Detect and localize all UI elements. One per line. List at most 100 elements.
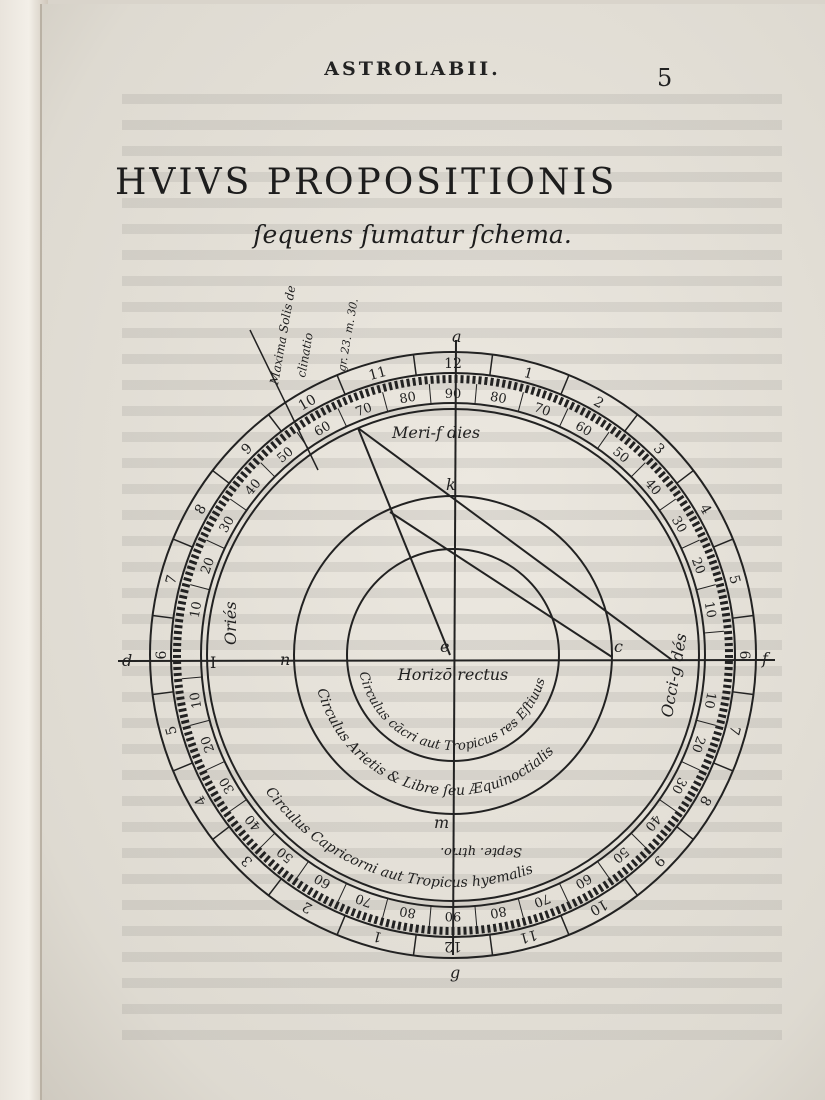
degree-label: 70: [532, 890, 553, 910]
degree-divider: [190, 584, 210, 591]
degree-label: 50: [274, 843, 296, 865]
hour-divider: [676, 826, 694, 841]
degree-label: 60: [312, 870, 334, 891]
degree-divider: [181, 676, 203, 680]
hour-divider: [336, 374, 346, 395]
hour-divider: [172, 762, 193, 772]
point-i: I: [210, 653, 216, 672]
degree-label: 30: [217, 774, 238, 796]
capricorn-label-path: Circulus Capricorni aut Tropicus hyemali…: [262, 784, 535, 891]
construction-line: [357, 427, 451, 656]
degree-divider: [296, 431, 309, 449]
degree-divider: [681, 761, 700, 771]
hour-label: 6: [736, 651, 752, 660]
hour-divider: [560, 915, 570, 936]
hour-divider: [267, 414, 282, 432]
degree-divider: [337, 883, 347, 902]
degree-divider: [659, 498, 677, 511]
hour-label: 12: [444, 938, 462, 954]
degree-divider: [296, 861, 309, 879]
degree-label: 10: [701, 691, 719, 710]
degree-divider: [428, 383, 432, 405]
hour-divider: [152, 614, 174, 619]
degree-label: 60: [572, 419, 594, 440]
degree-divider: [630, 832, 646, 848]
hour-divider: [212, 826, 230, 841]
running-head: ASTROLABII.: [324, 58, 501, 80]
hour-divider: [212, 469, 230, 484]
degree-label: 20: [198, 556, 218, 577]
declination-label: clinatio: [294, 332, 316, 379]
degree-label: 10: [701, 600, 719, 619]
degree-label: 20: [688, 556, 708, 577]
degree-divider: [382, 898, 389, 918]
point-d: d: [122, 651, 132, 670]
degree-divider: [474, 383, 478, 405]
hour-divider: [732, 691, 754, 696]
degree-label: 30: [668, 774, 689, 796]
degree-label: 70: [532, 400, 553, 420]
hour-label: 11: [518, 926, 539, 946]
hour-divider: [624, 414, 639, 432]
show-through-text: [122, 94, 782, 1054]
cancer-circle: [346, 548, 560, 762]
degree-label: 40: [242, 811, 264, 833]
septentrio-label: Septe. ɥtrio.: [440, 844, 522, 859]
degree-label: 70: [354, 890, 375, 910]
degree-divider: [659, 799, 677, 812]
point-m: m: [434, 813, 449, 832]
degree-divider: [696, 584, 716, 591]
degree-label: 80: [398, 390, 417, 408]
degree-label: 40: [641, 811, 663, 833]
degree-divider: [517, 392, 524, 412]
hour-divider: [152, 691, 174, 696]
degree-divider: [597, 431, 610, 449]
degree-label: 80: [489, 390, 508, 408]
point-f-right: f: [761, 649, 771, 668]
degree-divider: [559, 883, 569, 902]
point-k: k: [446, 475, 456, 494]
degree-label: 70: [354, 400, 375, 420]
construction-line: [357, 427, 673, 661]
degree-label: 40: [641, 476, 663, 498]
hour-label: 10: [587, 896, 610, 919]
hour-label: 5: [163, 724, 181, 737]
hour-label: 12: [444, 356, 462, 372]
degree-label: 90: [445, 387, 462, 402]
hour-label: 10: [296, 392, 319, 415]
hour-label: 5: [725, 573, 743, 586]
degree-divider: [559, 408, 569, 427]
point-a: a: [452, 327, 462, 346]
degree-label: 50: [609, 444, 631, 466]
hour-divider: [172, 538, 193, 548]
degree-divider: [206, 539, 225, 549]
degree-label: 50: [609, 843, 631, 865]
hour-divider: [560, 374, 570, 395]
oriens-label: Oriés: [221, 601, 240, 645]
degree-divider: [703, 630, 725, 634]
degree-label: 30: [668, 514, 689, 536]
degree-label: 30: [217, 514, 238, 536]
hour-divider: [624, 878, 639, 896]
point-g-bottom: g: [450, 963, 460, 982]
horizon-line: [117, 659, 776, 662]
hour-divider: [713, 538, 734, 548]
hour-label: 1: [371, 927, 384, 945]
point-e: e: [440, 637, 449, 656]
degree-label: 10: [188, 691, 206, 710]
point-n: n: [280, 650, 290, 669]
degree-label: 20: [198, 734, 218, 755]
degree-divider: [630, 462, 646, 478]
hour-label: 11: [367, 364, 388, 384]
degree-divider: [260, 832, 276, 848]
page-title: HVIVS PROPOSITIONIS: [115, 162, 618, 203]
hour-divider: [732, 614, 754, 619]
degree-label: 40: [242, 476, 264, 498]
page-subtitle: ſequens ſumatur ſchema.: [253, 220, 572, 249]
degree-divider: [260, 462, 276, 478]
degree-divider: [206, 761, 225, 771]
page-number: 5: [657, 64, 673, 92]
degree-label: 60: [312, 419, 334, 440]
degree-divider: [681, 539, 700, 549]
degree-divider: [517, 898, 524, 918]
